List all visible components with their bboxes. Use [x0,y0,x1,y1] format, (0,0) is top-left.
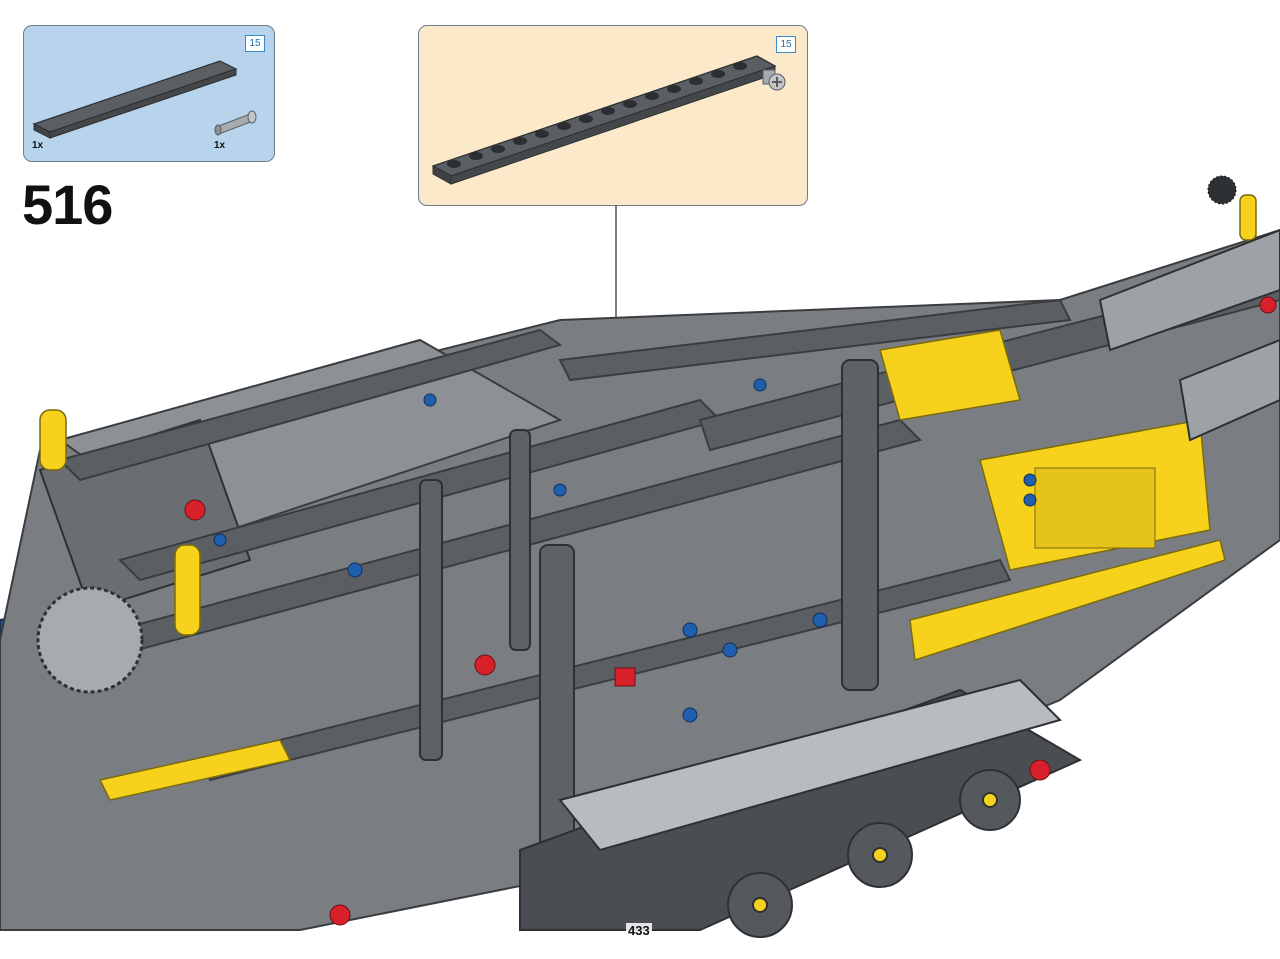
boom-cylinders [1098,228,1280,442]
beam-15-with-pin-icon [431,55,786,185]
callout-panel: 15 [418,25,808,206]
length-badge: 15 [245,35,265,52]
length-badge: 15 [776,36,796,53]
callout-illustration [431,55,786,185]
page-number: 433 [626,923,652,938]
crawler-track [519,678,1083,938]
red-pins [184,296,1277,926]
yellow-vent-panel [1034,467,1156,549]
beam-15-icon [32,60,238,139]
gear [36,586,144,694]
part-quantity: 1x [32,140,44,151]
beam-holes [447,62,747,168]
part-quantity: 1x [214,140,226,151]
step-number: 516 [22,173,113,236]
vertical-beams [419,359,879,856]
blue-pins [213,378,1037,723]
parts-list-panel: 15 1x 1x [23,25,275,162]
parts-list-illustration [32,60,257,139]
axle-pin-icon [214,110,257,136]
spindle-end [1207,175,1237,205]
